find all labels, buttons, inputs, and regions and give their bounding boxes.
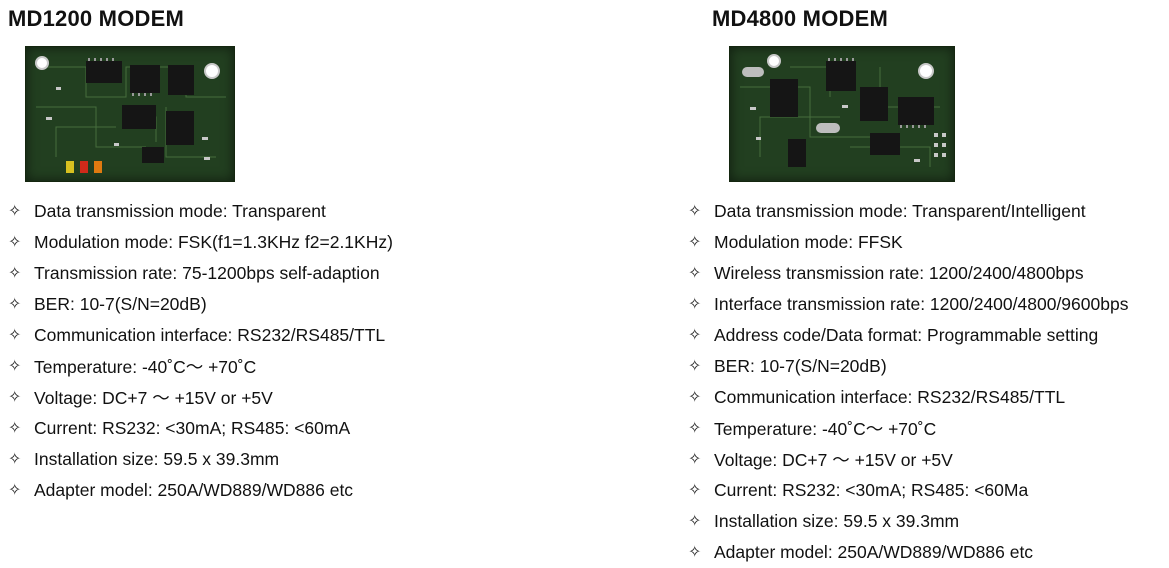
- spec-item: ✧BER: 10-7(S/N=20dB): [8, 294, 207, 314]
- md4800-title: MD4800 MODEM: [712, 6, 888, 31]
- spec-item: ✧Voltage: DC+7 ～ +15V or +5V: [688, 450, 953, 470]
- bullet-star-icon: ✧: [688, 419, 702, 437]
- spec-item: ✧Temperature: -40˚C～ +70˚C: [8, 357, 257, 377]
- spec-item: ✧Voltage: DC+7 ～ +15V or +5V: [8, 388, 273, 408]
- spec-item: ✧Current: RS232: <30mA; RS485: <60mA: [8, 418, 351, 438]
- spec-item: ✧Adapter model: 250A/WD889/WD886 etc: [688, 542, 1034, 562]
- bullet-star-icon: ✧: [688, 512, 702, 530]
- md1200-board-image: [25, 46, 235, 182]
- bullet-star-icon: ✧: [8, 388, 22, 406]
- spec-item: ✧Temperature: -40˚C～ +70˚C: [688, 419, 937, 439]
- bullet-star-icon: ✧: [688, 295, 702, 313]
- spec-item: ✧Data transmission mode: Transparent/Int…: [688, 201, 1086, 221]
- spec-item: ✧Communication interface: RS232/RS485/TT…: [688, 387, 1066, 407]
- bullet-star-icon: ✧: [688, 357, 702, 375]
- spec-item: ✧Address code/Data format: Programmable …: [688, 325, 1099, 345]
- bullet-star-icon: ✧: [8, 326, 22, 344]
- md1200-spec-list: ✧Data transmission mode: Transparent ✧Mo…: [8, 196, 393, 506]
- bullet-star-icon: ✧: [688, 481, 702, 499]
- spec-item: ✧Installation size: 59.5 x 39.3mm: [8, 449, 280, 469]
- bullet-star-icon: ✧: [688, 264, 702, 282]
- bullet-star-icon: ✧: [688, 233, 702, 251]
- bullet-star-icon: ✧: [8, 264, 22, 282]
- spec-item: ✧Installation size: 59.5 x 39.3mm: [688, 511, 960, 531]
- bullet-star-icon: ✧: [8, 481, 22, 499]
- bullet-star-icon: ✧: [688, 450, 702, 468]
- bullet-star-icon: ✧: [8, 419, 22, 437]
- spec-item: ✧Modulation mode: FSK(f1=1.3KHz f2=2.1KH…: [8, 232, 393, 252]
- spec-item: ✧Data transmission mode: Transparent: [8, 201, 326, 221]
- spec-item: ✧Adapter model: 250A/WD889/WD886 etc: [8, 480, 354, 500]
- bullet-star-icon: ✧: [688, 388, 702, 406]
- bullet-star-icon: ✧: [8, 233, 22, 251]
- md1200-title: MD1200 MODEM: [8, 6, 184, 31]
- bullet-star-icon: ✧: [8, 450, 22, 468]
- md4800-board-image: [729, 46, 955, 182]
- md4800-board-icon: [740, 54, 946, 167]
- spec-item: ✧Current: RS232: <30mA; RS485: <60Ma: [688, 480, 1029, 500]
- md1200-board-icon: [35, 56, 226, 173]
- spec-item: ✧Wireless transmission rate: 1200/2400/4…: [688, 263, 1084, 283]
- spec-item: ✧Interface transmission rate: 1200/2400/…: [688, 294, 1129, 314]
- spec-item: ✧Modulation mode: FFSK: [688, 232, 903, 252]
- md4800-spec-list: ✧Data transmission mode: Transparent/Int…: [688, 196, 1128, 568]
- bullet-star-icon: ✧: [688, 543, 702, 561]
- spec-item: ✧Communication interface: RS232/RS485/TT…: [8, 325, 386, 345]
- bullet-star-icon: ✧: [688, 202, 702, 220]
- bullet-star-icon: ✧: [8, 357, 22, 375]
- bullet-star-icon: ✧: [8, 202, 22, 220]
- spec-item: ✧BER: 10-7(S/N=20dB): [688, 356, 887, 376]
- bullet-star-icon: ✧: [688, 326, 702, 344]
- bullet-star-icon: ✧: [8, 295, 22, 313]
- spec-item: ✧Transmission rate: 75-1200bps self-adap…: [8, 263, 380, 283]
